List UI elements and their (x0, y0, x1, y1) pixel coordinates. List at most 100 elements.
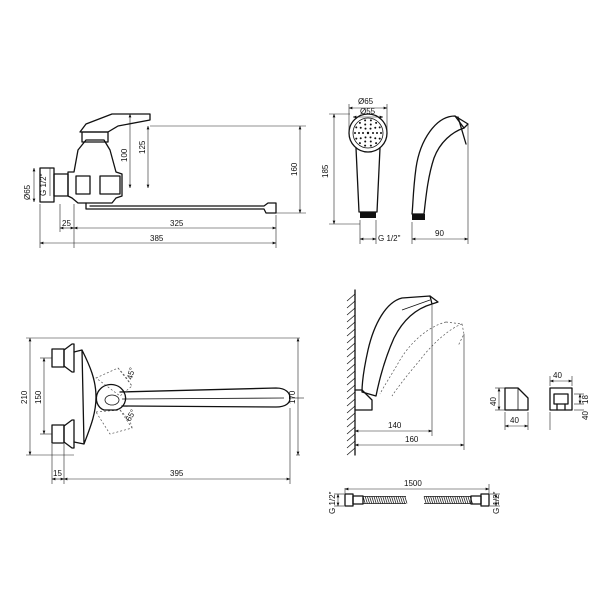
hose-coil (367, 496, 370, 504)
holder-front (549, 387, 573, 411)
nozzle-dot (375, 121, 378, 124)
hose-coil (432, 496, 436, 504)
hose-coil (391, 496, 395, 504)
wall-holder-detail: 40 40 40 18 40 (489, 371, 590, 430)
wall-mount-view: 140 160 (346, 289, 465, 456)
dim-faucet-385: 385 (150, 234, 164, 243)
wall-handshower (361, 295, 433, 397)
hose-coil (371, 496, 375, 504)
dim-hose-1500: 1500 (404, 479, 422, 488)
hatch-line (346, 370, 356, 379)
hatch-line (346, 384, 356, 393)
hose-coil (378, 496, 381, 504)
top-lever-handle (95, 383, 127, 411)
hose-left-segment (362, 496, 408, 504)
nozzle-dot (362, 132, 364, 134)
nozzle-dot (369, 136, 372, 139)
wall-handshower-tilted (379, 321, 463, 397)
holder-side (504, 387, 529, 411)
nozzle-dot (372, 132, 374, 134)
dim-holder-h40: 40 (489, 397, 498, 406)
handshower-side-connector (412, 214, 425, 220)
handshower-side-body (411, 115, 465, 215)
hatch-line (346, 412, 356, 421)
hose-coil (450, 496, 453, 504)
hose-coil (364, 496, 368, 504)
dim-handshower-90: 90 (435, 229, 444, 238)
dim-top-65deg: 65° (124, 408, 138, 423)
top-faucet-body (73, 349, 97, 445)
hose-coil (380, 496, 384, 504)
hose-coil (400, 496, 403, 504)
hose-coil (382, 496, 386, 504)
hose-coil (369, 496, 373, 504)
hose-coil (397, 496, 401, 504)
dim-faucet-100: 100 (120, 148, 129, 162)
nozzle-dot (358, 142, 361, 145)
hatch-line (346, 377, 356, 386)
hose-left-sleeve (352, 495, 364, 505)
dim-handshower-thread: G 1/2" (378, 234, 401, 243)
hose-coil (434, 496, 438, 504)
wall-hatching (346, 293, 356, 456)
hose-coil (430, 496, 434, 504)
handshower-front-connector (360, 212, 376, 218)
hose-coil (467, 496, 471, 504)
dim-faucet-diameter: Ø65 (23, 184, 32, 200)
hatch-line (346, 419, 356, 428)
hatch-line (346, 314, 356, 323)
hose-coil (425, 496, 429, 504)
nozzle-dot (378, 137, 381, 140)
side-eccentric (53, 173, 69, 197)
top-upper-eccentric (63, 343, 75, 373)
handshower-nozzles (354, 119, 382, 147)
hatch-line (346, 433, 356, 442)
hatch-line (346, 391, 356, 400)
hose-coil (439, 496, 442, 504)
nozzle-dot (364, 144, 367, 147)
hose-coil (454, 496, 458, 504)
wall-handshower-head (429, 295, 439, 305)
top-lower-eccentric (63, 419, 75, 449)
dim-faucet-325: 325 (170, 219, 184, 228)
side-lever-handle (79, 113, 151, 133)
hose-coil (428, 496, 431, 504)
hatch-line (346, 321, 356, 330)
nozzle-dot (359, 126, 362, 129)
dim-handshower-65: Ø65 (358, 97, 374, 106)
nozzle-dot (369, 123, 372, 126)
handshower-side-head (454, 115, 469, 129)
hose-coil (384, 496, 388, 504)
side-right-nut (99, 175, 121, 195)
hose-coil (404, 496, 408, 504)
hatch-line (346, 293, 356, 302)
dim-faucet-125: 125 (138, 140, 147, 154)
dim-holder-w40: 40 (510, 416, 519, 425)
nozzle-dot (358, 132, 360, 134)
nozzle-dot (364, 127, 367, 130)
hose-coil (436, 496, 440, 504)
nozzle-dot (369, 127, 372, 130)
dim-faucet-160: 160 (290, 162, 299, 176)
hatch-line (346, 307, 356, 316)
hose-right-segment (423, 496, 473, 504)
top-lower-flange (51, 424, 65, 444)
hose-coil (445, 496, 449, 504)
side-faucet-body (67, 139, 123, 204)
handshower-side-view: 90 (411, 115, 469, 244)
nozzle-dot (374, 137, 377, 140)
nozzle-dot (355, 137, 358, 140)
hatch-line (346, 349, 356, 358)
handshower-side-face (457, 116, 467, 145)
nozzle-dot (380, 132, 382, 134)
handshower-front-grip (355, 147, 381, 213)
dim-top-15: 15 (53, 469, 62, 478)
nozzle-dot (378, 126, 381, 129)
hatch-line (346, 342, 356, 351)
hose-coil (393, 496, 397, 504)
nozzle-dot (369, 119, 372, 122)
nozzle-dot (354, 132, 356, 134)
hose-coil (456, 496, 460, 504)
dim-holder-h40-front: 40 (581, 411, 590, 420)
